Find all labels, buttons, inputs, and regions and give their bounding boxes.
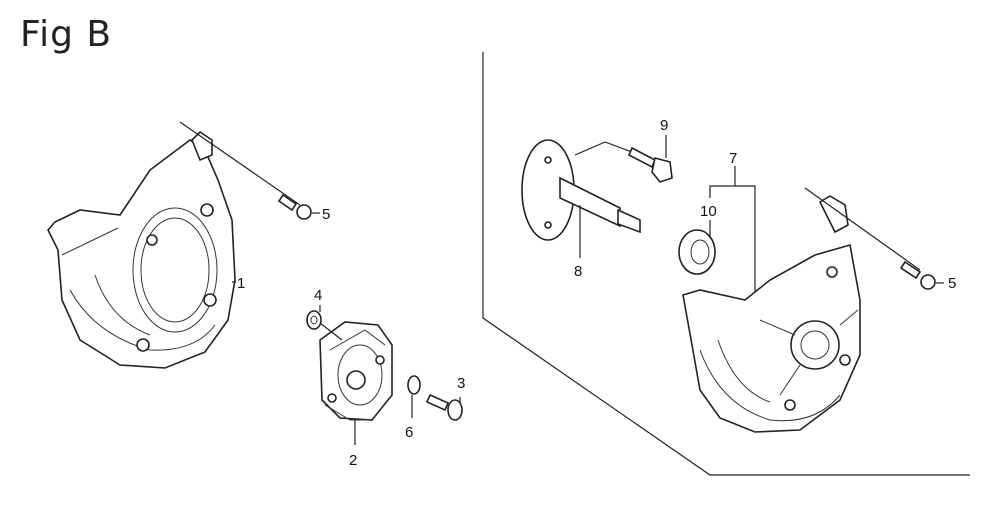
part-6-washer [407, 375, 421, 418]
callout-2: 2 [349, 452, 357, 469]
part-1-clutch-housing [47, 130, 236, 369]
part-8-shaft-plate [521, 139, 641, 258]
callout-8: 8 [574, 263, 582, 280]
callout-6: 6 [405, 424, 413, 441]
part-10-bearing [678, 220, 716, 275]
callout-7: 7 [729, 150, 737, 167]
part-5-bolt-right [804, 187, 944, 290]
callout-5-left: 5 [322, 206, 330, 223]
part-5-bolt-left [179, 121, 320, 220]
part-3-bolt [425, 393, 463, 421]
figure-title: Fig B [20, 14, 113, 55]
group-boundary-line [482, 52, 970, 476]
part-4-washer [306, 305, 343, 341]
part-7-housing [682, 195, 861, 433]
callout-5-right: 5 [948, 275, 956, 292]
callout-3: 3 [457, 375, 465, 392]
part-9-bolt [604, 135, 673, 183]
callout-1: 1 [237, 275, 245, 292]
callout-4: 4 [314, 287, 322, 304]
part-2-clutch-assembly [319, 321, 393, 445]
callout-10: 10 [700, 203, 717, 220]
part-7-bracket-lines [709, 166, 756, 292]
callout-9: 9 [660, 117, 668, 134]
